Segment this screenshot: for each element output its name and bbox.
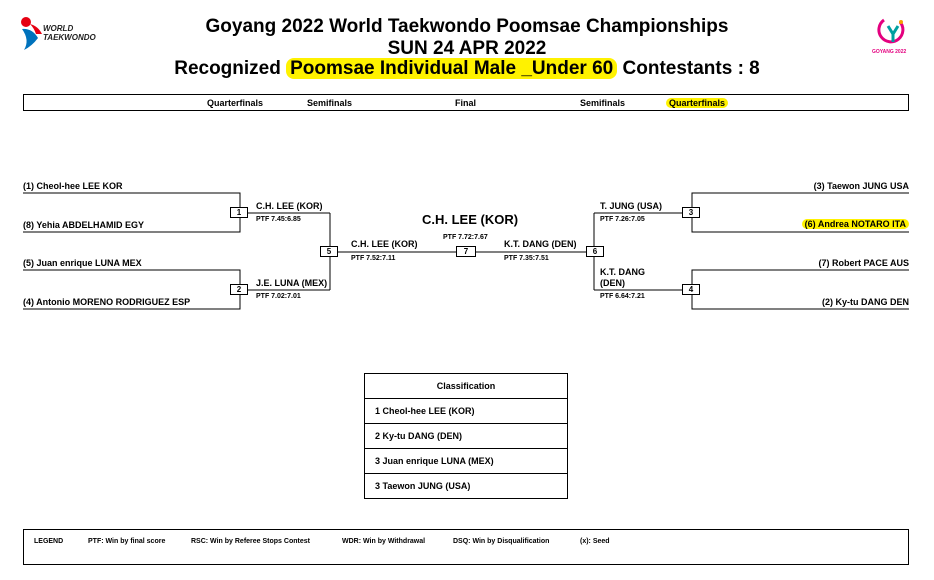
- legend-wdr: WDR: Win by Withdrawal: [342, 538, 426, 545]
- match-3-score: PTF 7.26:7.05: [600, 216, 645, 223]
- legend-dsq: DSQ: Win by Disqualification: [453, 538, 550, 545]
- classification-row-2: 2 Ky-tu DANG (DEN): [364, 423, 568, 449]
- match-1-score: PTF 7.45:6.85: [256, 216, 301, 223]
- legend-seed: (x): Seed: [580, 538, 610, 545]
- title-date: SUN 24 APR 2022: [387, 38, 547, 59]
- match-4-number: 4: [682, 284, 700, 295]
- classification-row: 1 Cheol-hee LEE (KOR): [364, 398, 568, 424]
- competitor-left-3: (5) Juan enrique LUNA MEX: [23, 258, 142, 268]
- match-5-number: 5: [320, 246, 338, 257]
- world-taekwondo-emblem-icon: [21, 17, 42, 50]
- competitor-left-4: (4) Antonio MORENO RODRIGUEZ ESP: [23, 297, 191, 307]
- match-2-number: 2: [230, 284, 248, 295]
- match-5-score: PTF 7.52:7.11: [351, 255, 396, 262]
- round-right-semifinals: Semifinals: [580, 98, 626, 108]
- match-7-number: 7: [456, 246, 476, 257]
- competitor-right-2: (6) Andrea NOTARO ITA: [801, 219, 909, 229]
- title-event: Recognized Poomsae Individual Male _Unde…: [0, 58, 934, 80]
- legend-ptf: PTF: Win by final score: [88, 538, 166, 545]
- world-taekwondo-logo: WORLD TAEKWONDO: [18, 16, 118, 56]
- round-labels-bar: [23, 94, 909, 111]
- match-1-number: 1: [230, 207, 248, 218]
- match-6-winner: K.T. DANG (DEN): [504, 239, 577, 249]
- classification-header-row: Classification: [364, 373, 568, 399]
- match-1-winner: C.H. LEE (KOR): [256, 201, 323, 211]
- match-7-score: PTF 7.72:7.67: [443, 234, 488, 241]
- competitor-right-4: (2) Ky-tu DANG DEN: [822, 297, 909, 307]
- match-4-score: PTF 6.64:7.21: [600, 293, 645, 300]
- final-champion: C.H. LEE (KOR): [422, 212, 519, 227]
- goyang-logo-text: GOYANG 2022: [872, 49, 907, 55]
- competitor-right-2-highlight: (6) Andrea NOTARO ITA: [801, 219, 909, 229]
- world-taekwondo-text-2: TAEKWONDO: [43, 33, 96, 42]
- match-2-winner: J.E. LUNA (MEX): [256, 278, 328, 288]
- classification-title: Classification: [364, 373, 568, 399]
- classification-row: 2 Ky-tu DANG (DEN): [364, 423, 568, 449]
- classification-row-1: 1 Cheol-hee LEE (KOR): [364, 398, 568, 424]
- classification-row-3: 3 Juan enrique LUNA (MEX): [364, 448, 568, 474]
- competitor-left-1: (1) Cheol-hee LEE KOR: [23, 181, 123, 191]
- match-3-winner: T. JUNG (USA): [600, 201, 663, 211]
- match-5-winner: C.H. LEE (KOR): [351, 239, 418, 249]
- round-left-quarterfinals: Quarterfinals: [207, 98, 264, 108]
- match-4-winner-line1: K.T. DANG: [600, 267, 645, 277]
- classification-row-4: 3 Taewon JUNG (USA): [364, 473, 568, 499]
- competitor-right-1: (3) Taewon JUNG USA: [813, 181, 909, 191]
- classification-row: 3 Taewon JUNG (USA): [364, 473, 568, 499]
- match-2-score: PTF 7.02:7.01: [256, 293, 301, 300]
- match-4-winner-line2: (DEN): [600, 278, 625, 288]
- legend-title: LEGEND: [34, 538, 64, 545]
- classification-table: Classification 1 Cheol-hee LEE (KOR) 2 K…: [364, 373, 568, 499]
- title-event-suffix: Contestants : 8: [617, 58, 760, 79]
- round-right-quarterfinals-highlight: Quarterfinals: [666, 98, 729, 108]
- round-right-quarterfinals: Quarterfinals: [666, 98, 729, 108]
- title-event-highlight: Poomsae Individual Male _Under 60: [286, 58, 618, 79]
- legend-rsc: RSC: Win by Referee Stops Contest: [191, 538, 310, 545]
- match-6-score: PTF 7.35:7.51: [504, 255, 549, 262]
- match-3-number: 3: [682, 207, 700, 218]
- round-left-semifinals: Semifinals: [307, 98, 353, 108]
- goyang-2022-logo: GOYANG 2022: [870, 16, 916, 56]
- classification-row: 3 Juan enrique LUNA (MEX): [364, 448, 568, 474]
- legend-box: [23, 529, 909, 565]
- round-final: Final: [455, 98, 477, 108]
- world-taekwondo-text-1: WORLD: [43, 24, 74, 33]
- match-6-number: 6: [586, 246, 604, 257]
- title-championship: Goyang 2022 World Taekwondo Poomsae Cham…: [205, 16, 729, 37]
- title-event-prefix: Recognized: [174, 58, 287, 79]
- competitor-left-2: (8) Yehia ABDELHAMID EGY: [23, 220, 145, 230]
- competitor-right-3: (7) Robert PACE AUS: [818, 258, 909, 268]
- goyang-emblem-icon: [877, 18, 905, 44]
